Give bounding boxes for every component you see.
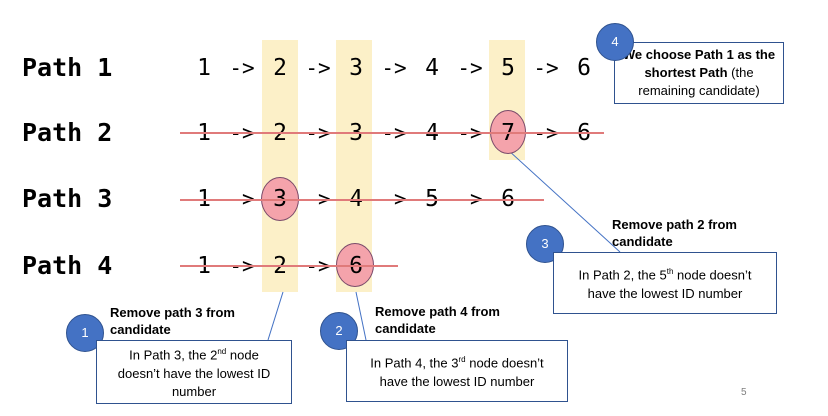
path-1-node: 6 (577, 55, 591, 81)
step-2-heading-line: Remove path 4 from (375, 304, 500, 319)
step-1-badge: 1 (66, 314, 104, 352)
page-number: 5 (741, 387, 747, 398)
arrow: -> (305, 56, 331, 80)
path-1-node: 5 (501, 55, 515, 81)
step-3-explanation-line: have the lowest ID number (587, 285, 743, 301)
step-4-conclusion-box: We choose Path 1 as the shortest Path (t… (614, 42, 784, 104)
step-2-explanation-line: have the lowest ID number (379, 373, 535, 389)
path-1-node: 2 (273, 55, 287, 81)
arrow: -> (229, 56, 255, 80)
step-1-explanation-line: doesn’t have the lowest ID (117, 365, 271, 381)
step-2-explanation-box: In Path 4, the 3rd node doesn’t have the… (346, 340, 568, 402)
step-3-heading-line: Remove path 2 from (612, 217, 737, 232)
path-2-strikethrough (180, 132, 604, 134)
step-4-conclusion-line: We choose Path 1 as the (622, 47, 776, 62)
path-3-label: Path 3 (22, 184, 113, 213)
path-4-strikethrough (180, 265, 398, 267)
arrow: -> (381, 56, 407, 80)
step-4-badge: 4 (596, 23, 634, 61)
step-1-explanation-box: In Path 3, the 2nd node doesn’t have the… (96, 340, 292, 404)
arrow: -> (457, 56, 483, 80)
arrow: -> (533, 56, 559, 80)
step-3-heading: Remove path 2 from candidate (612, 216, 737, 250)
path-4-label: Path 4 (22, 251, 113, 280)
step-3-heading-line: candidate (612, 234, 673, 249)
step-2-explanation-line: In Path 4, the 3rd node doesn’t (370, 355, 544, 371)
path-2-label: Path 2 (22, 118, 113, 147)
step-1-heading: Remove path 3 from candidate (110, 304, 235, 338)
step-2-heading: Remove path 4 from candidate (375, 303, 500, 337)
step-4-conclusion-line: shortest Path (the (644, 65, 754, 80)
connector-path4 (355, 291, 367, 341)
step-1-heading-line: candidate (110, 322, 171, 337)
path-1-label: Path 1 (22, 53, 113, 82)
path-1-node: 1 (197, 55, 211, 81)
step-1-explanation-line: number (171, 383, 217, 399)
path-1-node: 3 (349, 55, 363, 81)
column-highlight-2 (262, 40, 298, 292)
path-1-node: 4 (425, 55, 439, 81)
path-3-strikethrough (180, 199, 544, 201)
step-3-explanation-box: In Path 2, the 5th node doesn’t have the… (553, 252, 777, 314)
connector-path3 (267, 291, 284, 341)
step-4-conclusion-line: remaining candidate) (638, 83, 760, 98)
step-2-heading-line: candidate (375, 321, 436, 336)
step-3-explanation-line: In Path 2, the 5th node doesn’t (578, 267, 752, 283)
connector-path2 (507, 149, 621, 253)
step-1-heading-line: Remove path 3 from (110, 305, 235, 320)
step-1-explanation-line: In Path 3, the 2nd node (129, 347, 259, 363)
